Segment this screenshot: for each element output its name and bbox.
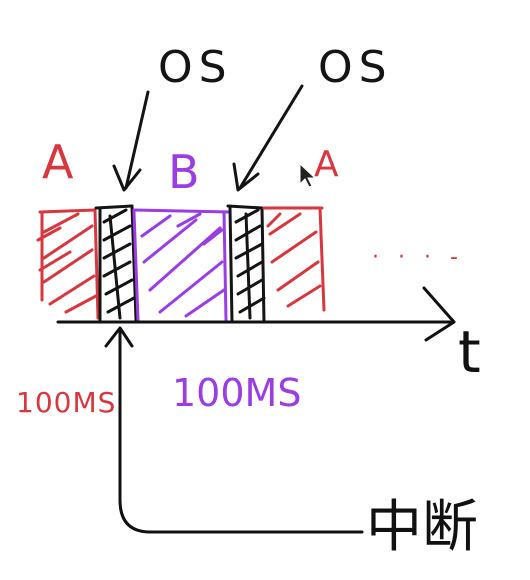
mouse-pointer-icon [299, 162, 317, 188]
time-axis [56, 286, 456, 342]
interrupt-label: 中断 [366, 495, 478, 560]
time-axis-label: t [458, 318, 481, 386]
process-a-label-right: A [314, 144, 339, 185]
os-block-left [94, 204, 138, 324]
interrupt-arrow [104, 326, 364, 534]
process-b-block [132, 208, 232, 322]
process-a-block-left [36, 208, 100, 320]
os-label-left: OS [158, 42, 233, 93]
duration-label-b: 100MS [172, 371, 301, 415]
os-arrow-right [232, 84, 304, 192]
os-label-right: OS [318, 42, 393, 93]
continuation-dots: · · · - [372, 245, 464, 270]
process-a-block-right [262, 206, 326, 312]
duration-label-a: 100MS [16, 386, 116, 419]
os-arrow-left [112, 90, 150, 192]
os-block-right [226, 204, 266, 324]
process-b-label: B [168, 145, 200, 199]
process-a-label-left: A [42, 135, 74, 189]
